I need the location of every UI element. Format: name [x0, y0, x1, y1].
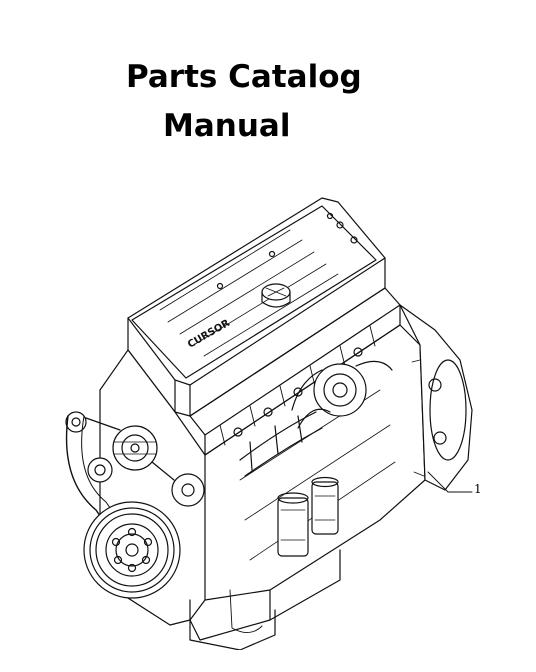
fuel-filter: [311, 476, 339, 535]
alternator: [112, 425, 158, 471]
engine-illustration: CURSOR: [65, 197, 473, 650]
title-line-1: Parts Catalog: [126, 59, 362, 95]
crankshaft-damper: [83, 501, 181, 599]
idler-pulley: [65, 411, 205, 507]
oil-sump: [189, 589, 276, 650]
title-line-2: Manual: [163, 108, 291, 144]
callout-number: 1: [474, 482, 482, 496]
exhaust-manifold: [239, 411, 323, 477]
flywheel-housing: [399, 304, 473, 491]
oil-filter: [277, 492, 309, 557]
oil-filler-cap-icon: [261, 283, 291, 308]
valve-cover: [127, 197, 386, 417]
turbocharger: [291, 360, 393, 429]
drive-belt: [65, 415, 175, 561]
callout-leader: [427, 471, 473, 493]
